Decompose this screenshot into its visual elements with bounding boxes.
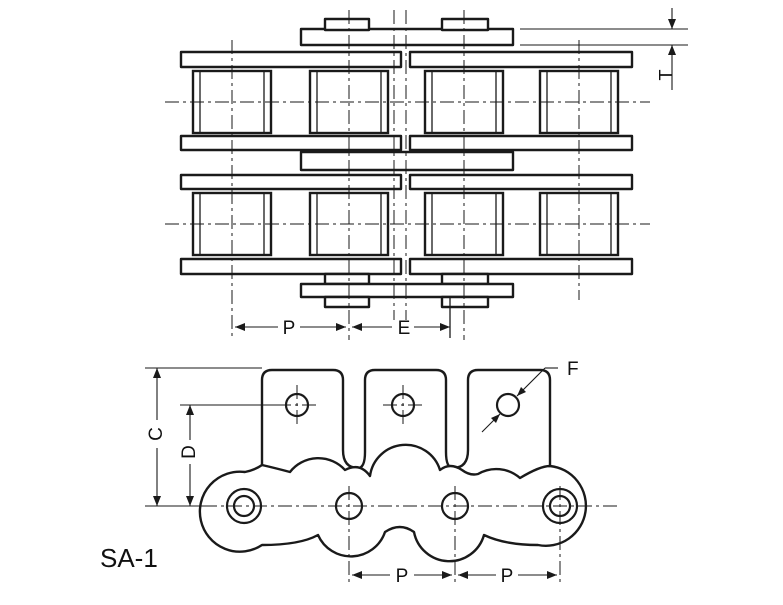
top-pin-head-right: [440, 17, 490, 32]
thickness-label: T: [656, 70, 676, 81]
link-plate-row4-left: [179, 257, 403, 276]
attachment-tab-middle: [357, 368, 454, 470]
hole-height-label: D: [179, 445, 200, 459]
bottom-pin-head-left: [323, 272, 371, 286]
offset-label: E: [398, 318, 411, 339]
bottom-pin-head-right: [440, 272, 490, 286]
top-pin-head-left: [323, 17, 371, 32]
hole-diameter-label: F: [567, 359, 579, 380]
link-plate-row2-left: [179, 134, 403, 152]
link-plate-row1-right: [408, 50, 634, 69]
link-plate-row1-left: [179, 50, 403, 69]
pitch-label-bottom-left: P: [396, 566, 409, 587]
bottom-pin-end-left: [323, 295, 371, 309]
attachment-hole-right: [495, 392, 521, 418]
pitch-label-bottom-right: P: [501, 566, 514, 587]
height-label: C: [146, 427, 167, 441]
top-attachment-plate: [299, 27, 515, 47]
link-plate-row4-right: [408, 257, 634, 276]
model-label: SA-1: [100, 543, 158, 573]
top-view: T P E: [165, 8, 688, 340]
attachment-tab-right: [452, 368, 552, 470]
side-view: C D F P P SA-1: [100, 359, 620, 587]
bottom-pin-end-right: [440, 295, 490, 309]
middle-plate: [299, 150, 515, 172]
attachment-tab-left: [260, 368, 359, 470]
pitch-label-top: P: [283, 318, 296, 339]
bottom-attachment-plate: [299, 282, 515, 299]
link-plate-row3-right: [408, 173, 634, 191]
link-plate-row2-right: [408, 134, 634, 152]
link-plate-row3-left: [179, 173, 403, 191]
chain-link-body: [198, 443, 588, 563]
